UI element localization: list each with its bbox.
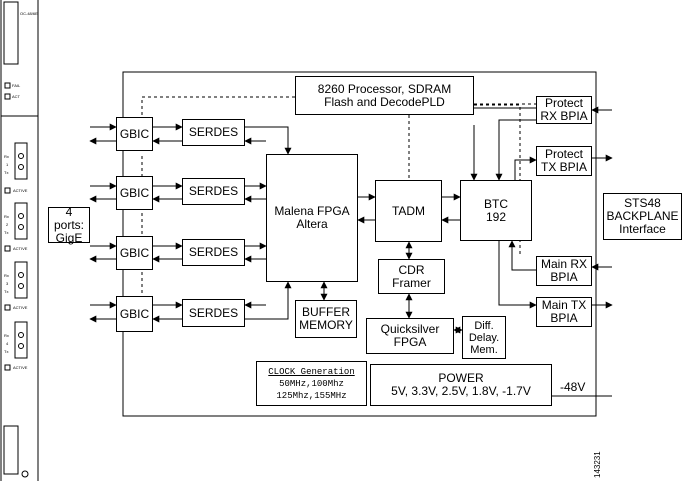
port3-active-label: ACTIVE — [13, 305, 28, 310]
gbic-block: GBIC — [116, 296, 153, 332]
figure-number: 143231 — [593, 451, 602, 478]
protect-tx-bpia-block: Protect TX BPIA — [536, 146, 592, 176]
btc-block: BTC 192 — [460, 180, 532, 241]
port4-tx-label: Tx — [4, 349, 8, 354]
malena-fpga-block: Malena FPGA Altera — [266, 154, 358, 282]
card-top-label: OC-48/6E — [20, 11, 38, 16]
gige-ports-block: 4 ports: GigE — [48, 205, 90, 244]
line-card-panel — [0, 0, 39, 481]
fail-led-label: FAIL — [12, 83, 21, 88]
port2-active-label: ACTIVE — [13, 246, 28, 251]
port3-rx-label: Rx — [4, 273, 9, 278]
buffer-memory-block: BUFFER MEMORY — [295, 300, 357, 338]
processor-block: 8260 Processor, SDRAM Flash and DecodePL… — [295, 76, 474, 115]
port1-active-label: ACTIVE — [13, 188, 28, 193]
quicksilver-fpga-block: Quicksilver FPGA — [366, 318, 454, 354]
neg48v-label: -48V — [560, 380, 586, 394]
act-led-label: ACT — [12, 94, 21, 99]
clock-title: CLOCK Generation — [268, 366, 355, 377]
clock-freq-line2: 125Mhz,155MHz — [276, 390, 347, 401]
port2-number: 2 — [6, 222, 9, 227]
serdes-block: SERDES — [182, 178, 245, 205]
port1-number: 1 — [6, 162, 9, 167]
power-title: POWER — [438, 371, 484, 385]
serdes-block: SERDES — [182, 119, 245, 146]
port3-tx-label: Tx — [4, 289, 8, 294]
port3-number: 3 — [6, 281, 9, 286]
tadm-block: TADM — [375, 180, 442, 242]
power-block: POWER 5V, 3.3V, 2.5V, 1.8V, -1.7V — [370, 364, 552, 406]
serdes-block: SERDES — [182, 239, 245, 266]
diff-delay-memory-block: Diff. Delay. Mem. — [462, 316, 506, 359]
gbic-block: GBIC — [116, 236, 153, 270]
signal-lines — [89, 106, 613, 397]
port4-number: 4 — [6, 341, 9, 346]
main-tx-bpia-block: Main TX BPIA — [536, 297, 592, 327]
port2-rx-label: Rx — [4, 214, 9, 219]
port2-tx-label: Tx — [4, 230, 8, 235]
clock-generation-block: CLOCK Generation 50MHz,100Mhz 125Mhz,155… — [256, 361, 367, 406]
port4-active-label: ACTIVE — [13, 365, 28, 370]
gbic-block: GBIC — [116, 176, 153, 210]
sts48-backplane-interface: STS48 BACKPLANE Interface — [603, 193, 682, 240]
clock-freq-line1: 50MHz,100Mhz — [279, 378, 344, 389]
main-rx-bpia-block: Main RX BPIA — [536, 256, 592, 286]
card-panel-labels: OC-48/6E FAIL ACT Rx 1 Tx ACTIVE Rx 2 Tx… — [4, 11, 38, 370]
port1-rx-label: Rx — [4, 154, 9, 159]
protect-rx-bpia-block: Protect RX BPIA — [536, 96, 592, 124]
cdr-framer-block: CDR Framer — [378, 259, 445, 294]
port4-rx-label: Rx — [4, 333, 9, 338]
port1-tx-label: Tx — [4, 170, 8, 175]
serdes-block: SERDES — [182, 299, 245, 327]
power-values: 5V, 3.3V, 2.5V, 1.8V, -1.7V — [391, 384, 531, 398]
gbic-block: GBIC — [116, 117, 153, 151]
